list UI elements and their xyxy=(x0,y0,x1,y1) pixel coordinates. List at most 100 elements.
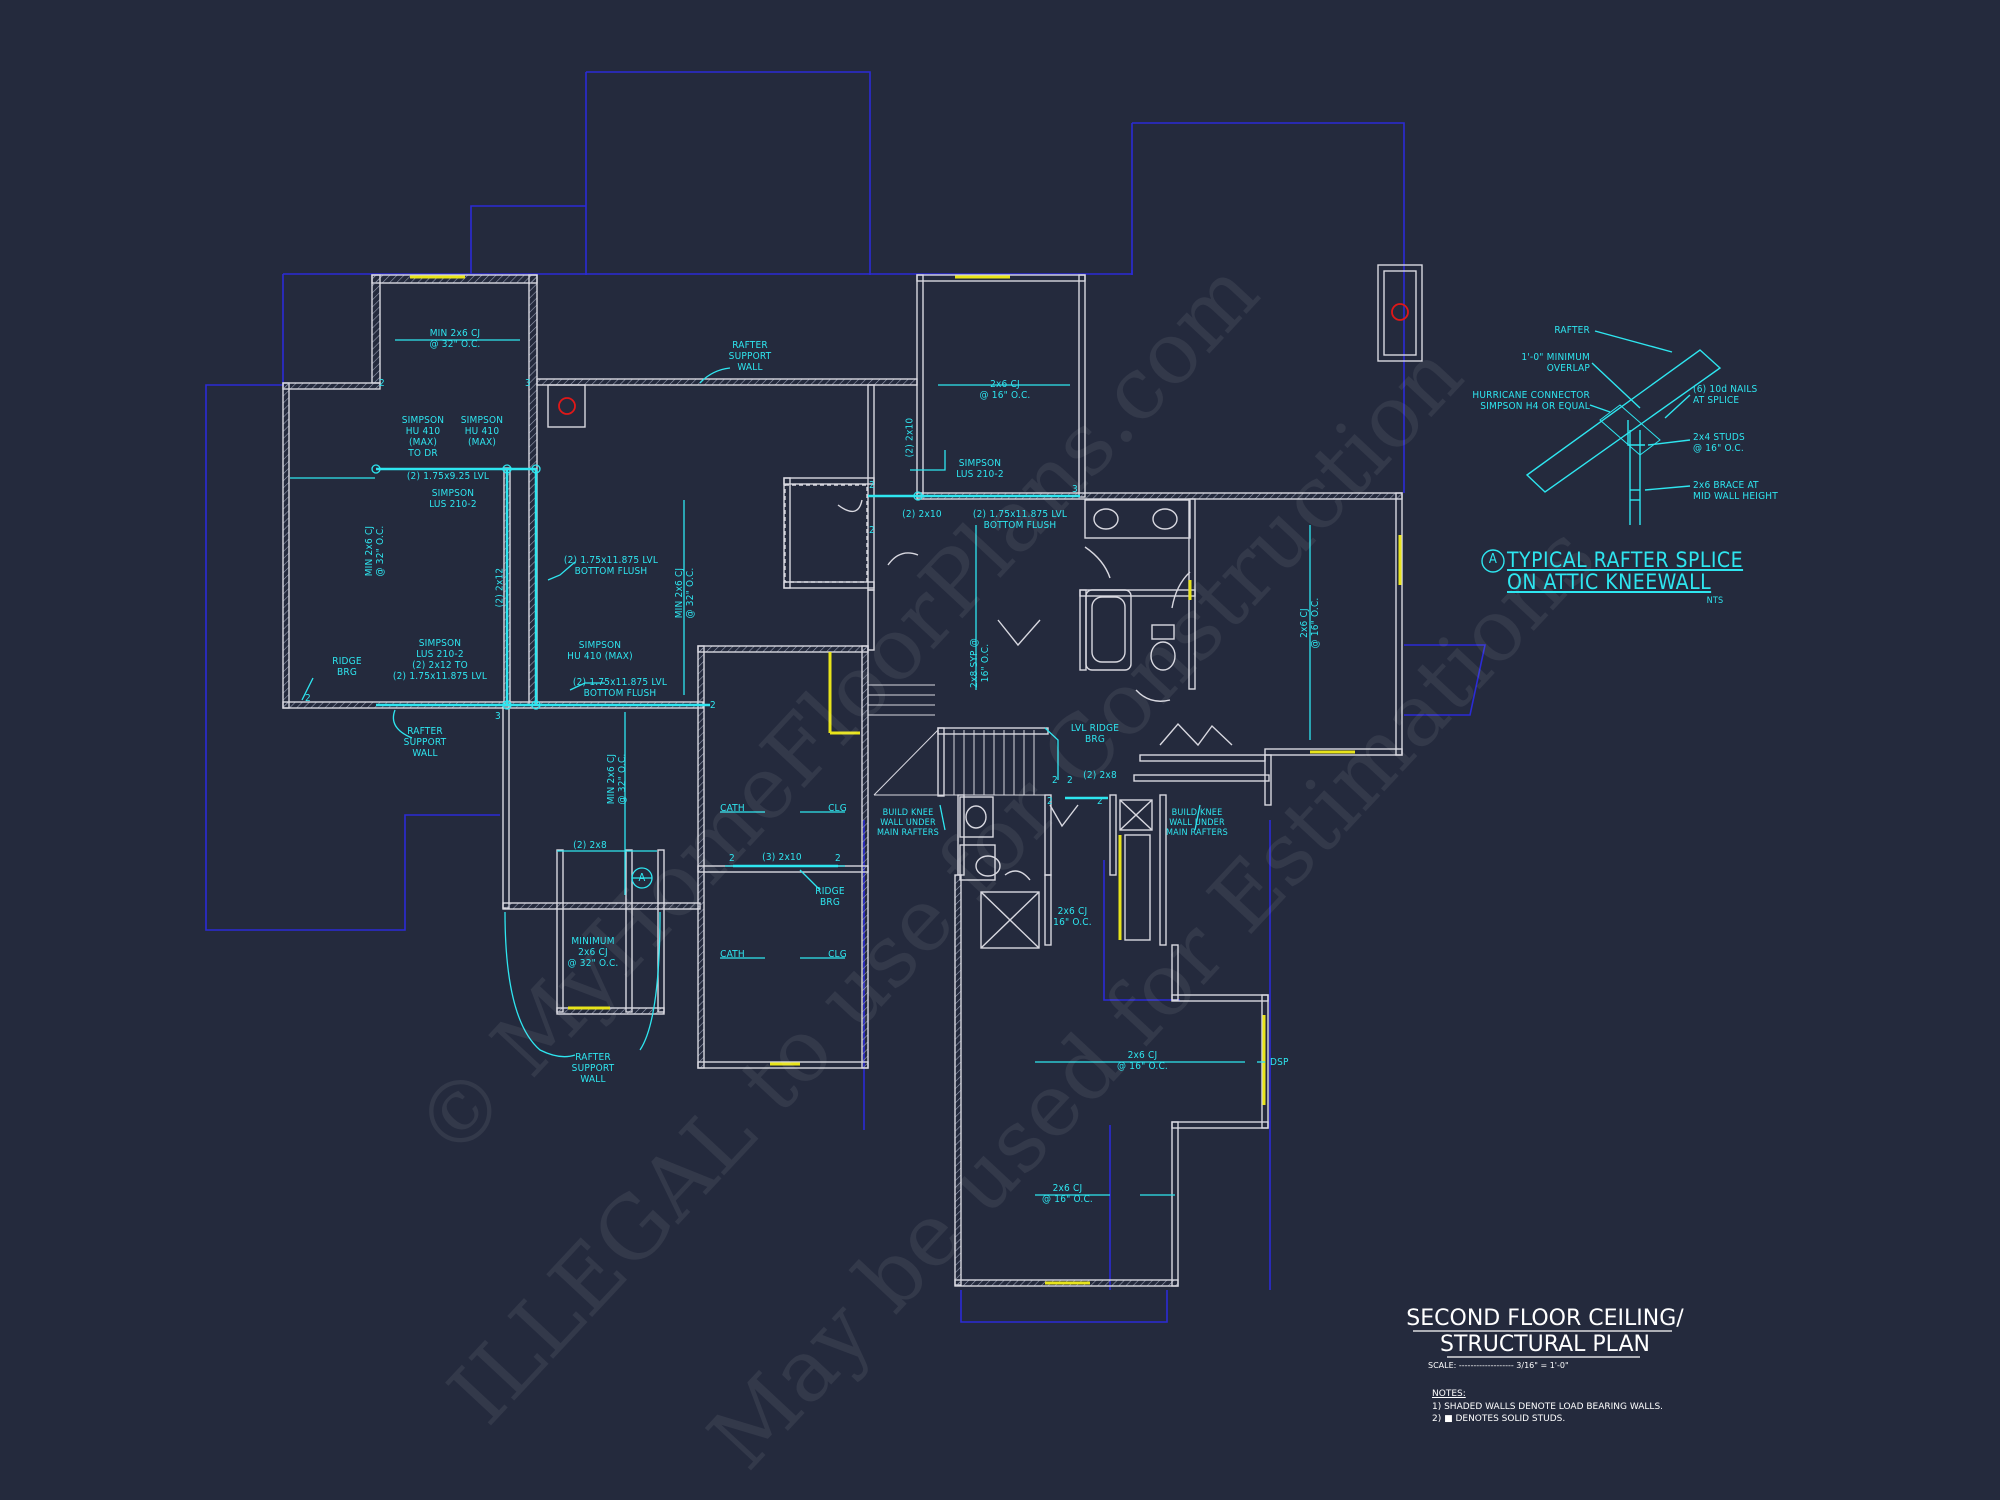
label-2x10-horiz: (2) 2x10 xyxy=(902,509,942,520)
label-simpson-lus-a: SIMPSON LUS 210-2 xyxy=(418,488,488,510)
label-lvl-bottom-flush-b: (2) 1.75x11.875 LVL BOTTOM FLUSH xyxy=(565,677,675,699)
label-line: BUILD KNEE xyxy=(1171,808,1223,818)
label-minimum-cj: MINIMUM 2x6 CJ @ 32" O.C. xyxy=(553,936,633,969)
detail-rafter-label: RAFTER xyxy=(1554,325,1590,336)
label-line: MIN 2x6 CJ xyxy=(364,525,375,577)
label-cj-top-right: 2x6 CJ @ 16" O.C. xyxy=(950,379,1060,401)
label-lvl-925: (2) 1.75x9.25 LVL xyxy=(406,471,490,482)
label-line: 1'-0" MINIMUM xyxy=(1521,352,1590,363)
bearing-number: 2 xyxy=(1097,796,1103,807)
bearing-number: 2 xyxy=(729,853,735,864)
detail-overlap-label: 1'-0" MINIMUM OVERLAP xyxy=(1490,352,1590,374)
label-line: @ 16" O.C. xyxy=(1042,1194,1093,1205)
label-cj-top-left: MIN 2x6 CJ @ 32" O.C. xyxy=(400,328,510,350)
label-line: HU 410 xyxy=(405,426,441,437)
label-simpson-lus-b: SIMPSON LUS 210-2 xyxy=(945,458,1015,480)
label-line: BRG xyxy=(337,667,357,678)
detail-nails-label: (6) 10d NAILS AT SPLICE xyxy=(1693,384,1793,406)
label-2x12: (2) 2x12 xyxy=(494,567,506,608)
title-underlines xyxy=(1413,1330,1672,1358)
label-line: @ 16" O.C. xyxy=(979,390,1031,401)
label-line: SUPPORT xyxy=(571,1063,615,1074)
label-line: RAFTER xyxy=(575,1052,611,1063)
label-line: AT SPLICE xyxy=(1693,395,1740,406)
label-dsp: DSP xyxy=(1270,1057,1289,1068)
label-cath-1: CATH xyxy=(720,803,745,814)
label-cj-garage-bottom: 2x6 CJ @ 16" O.C. xyxy=(1035,1183,1100,1205)
label-line: SUPPORT xyxy=(728,351,772,362)
label-line: WALL UNDER xyxy=(880,818,936,828)
sheet-title-line-2: STRUCTURAL PLAN xyxy=(1440,1332,1650,1357)
label-cj-right-vert: 2x6 CJ @ 16" O.C. xyxy=(1299,578,1321,668)
label-line: HURRICANE CONNECTOR xyxy=(1472,390,1590,401)
label-cath-2: CATH xyxy=(720,949,745,960)
label-line: (2) 1.75x11.875 LVL xyxy=(972,509,1068,520)
detail-connector-label: HURRICANE CONNECTOR SIMPSON H4 OR EQUAL xyxy=(1420,390,1590,412)
label-line: MIN 2x6 CJ xyxy=(674,567,685,619)
section-marker-a: A xyxy=(638,871,646,884)
label-simpson-lus-stack: SIMPSON LUS 210-2 (2) 2x12 TO (2) 1.75x1… xyxy=(385,638,495,682)
label-cj-left-vert: MIN 2x6 CJ @ 32" O.C. xyxy=(364,506,386,596)
bearing-number: 2 xyxy=(305,693,311,704)
label-line: 16" O.C. xyxy=(980,643,991,683)
bearing-number: 2 xyxy=(379,378,385,389)
label-line: MID WALL HEIGHT xyxy=(1693,491,1778,502)
bearing-number: 3 xyxy=(495,711,501,722)
label-knee-right: BUILD KNEE WALL UNDER MAIN RAFTERS xyxy=(1157,808,1237,838)
label-line: LUS 210-2 xyxy=(956,469,1004,480)
detail-title-line-2: ON ATTIC KNEEWALL xyxy=(1507,570,1712,594)
bearing-number: 2 xyxy=(1047,796,1053,807)
label-lvl-bottom-flush-c: (2) 1.75x11.875 LVL BOTTOM FLUSH xyxy=(965,509,1075,531)
notes-heading: NOTES: xyxy=(1432,1389,1466,1399)
label-line: 16" O.C. xyxy=(1053,917,1092,928)
label-line: MINIMUM xyxy=(571,936,615,947)
scale-line: SCALE: ------------------- 3/16" = 1'-0" xyxy=(1428,1361,1668,1370)
label-2x10-vert: (2) 2x10 xyxy=(904,417,916,458)
label-line: @ 32" O.C. xyxy=(429,339,481,350)
label-line: 2x6 CJ xyxy=(1127,1050,1158,1061)
label-3x10: (3) 2x10 xyxy=(762,852,802,863)
label-line: BOTTOM FLUSH xyxy=(983,520,1057,531)
label-line: RAFTER xyxy=(407,726,443,737)
detail-marker: A xyxy=(1488,552,1498,567)
label-line: HU 410 (MAX) xyxy=(567,651,633,662)
label-line: WALL xyxy=(580,1074,606,1085)
detail-studs-label: 2x4 STUDS @ 16" O.C. xyxy=(1693,432,1793,454)
label-simpson-hu410-max: SIMPSON HU 410 (MAX) xyxy=(560,640,640,662)
label-2x8-mid: (2) 2x8 xyxy=(1083,770,1117,781)
label-line: RIDGE xyxy=(332,656,362,667)
label-ridge-brg-left: RIDGE BRG xyxy=(322,656,372,678)
label-line: RAFTER xyxy=(732,340,768,351)
bearing-number: 3 xyxy=(525,378,531,389)
label-line: RIDGE xyxy=(815,886,845,897)
label-line: SIMPSON xyxy=(578,640,622,651)
label-ridge-brg-mid: RIDGE BRG xyxy=(805,886,855,908)
bearing-number: 2 xyxy=(869,525,875,536)
label-line: 2x6 CJ xyxy=(1057,906,1088,917)
label-line: 2x8 SYP @ xyxy=(969,638,980,688)
label-cj-garage-mid: 2x6 CJ @ 16" O.C. xyxy=(1110,1050,1175,1072)
bearing-number: 3 xyxy=(1072,484,1078,495)
label-line: 2x6 BRACE AT xyxy=(1693,480,1759,491)
label-line: 2x6 CJ xyxy=(990,379,1020,390)
label-line: LVL RIDGE xyxy=(1070,723,1120,734)
notes-line-1: 1) SHADED WALLS DENOTE LOAD BEARING WALL… xyxy=(1432,1402,1664,1412)
bearing-number: 2 xyxy=(869,480,875,491)
label-cj-garage-small: 2x6 CJ 16" O.C. xyxy=(1045,906,1100,928)
label-line: SIMPSON xyxy=(401,415,445,426)
notes-line-2: 2) ■ DENOTES SOLID STUDS. xyxy=(1432,1414,1566,1424)
label-line: 2x6 CJ xyxy=(578,947,608,958)
label-line: MIN 2x6 CJ xyxy=(429,328,481,339)
label-line: WALL xyxy=(412,748,438,759)
roof-outline xyxy=(205,71,1486,1323)
label-line: SIMPSON xyxy=(460,415,504,426)
label-line: HU 410 xyxy=(464,426,500,437)
label-line: BOTTOM FLUSH xyxy=(574,566,648,577)
label-line: OVERLAP xyxy=(1546,363,1590,374)
label-rafter-support-top: RAFTER SUPPORT WALL xyxy=(710,340,790,373)
label-line: LUS 210-2 xyxy=(429,499,477,510)
detail-title-line-1: TYPICAL RAFTER SPLICE xyxy=(1507,548,1744,572)
label-knee-left: BUILD KNEE WALL UNDER MAIN RAFTERS xyxy=(868,808,948,838)
label-line: (MAX) xyxy=(467,437,497,448)
